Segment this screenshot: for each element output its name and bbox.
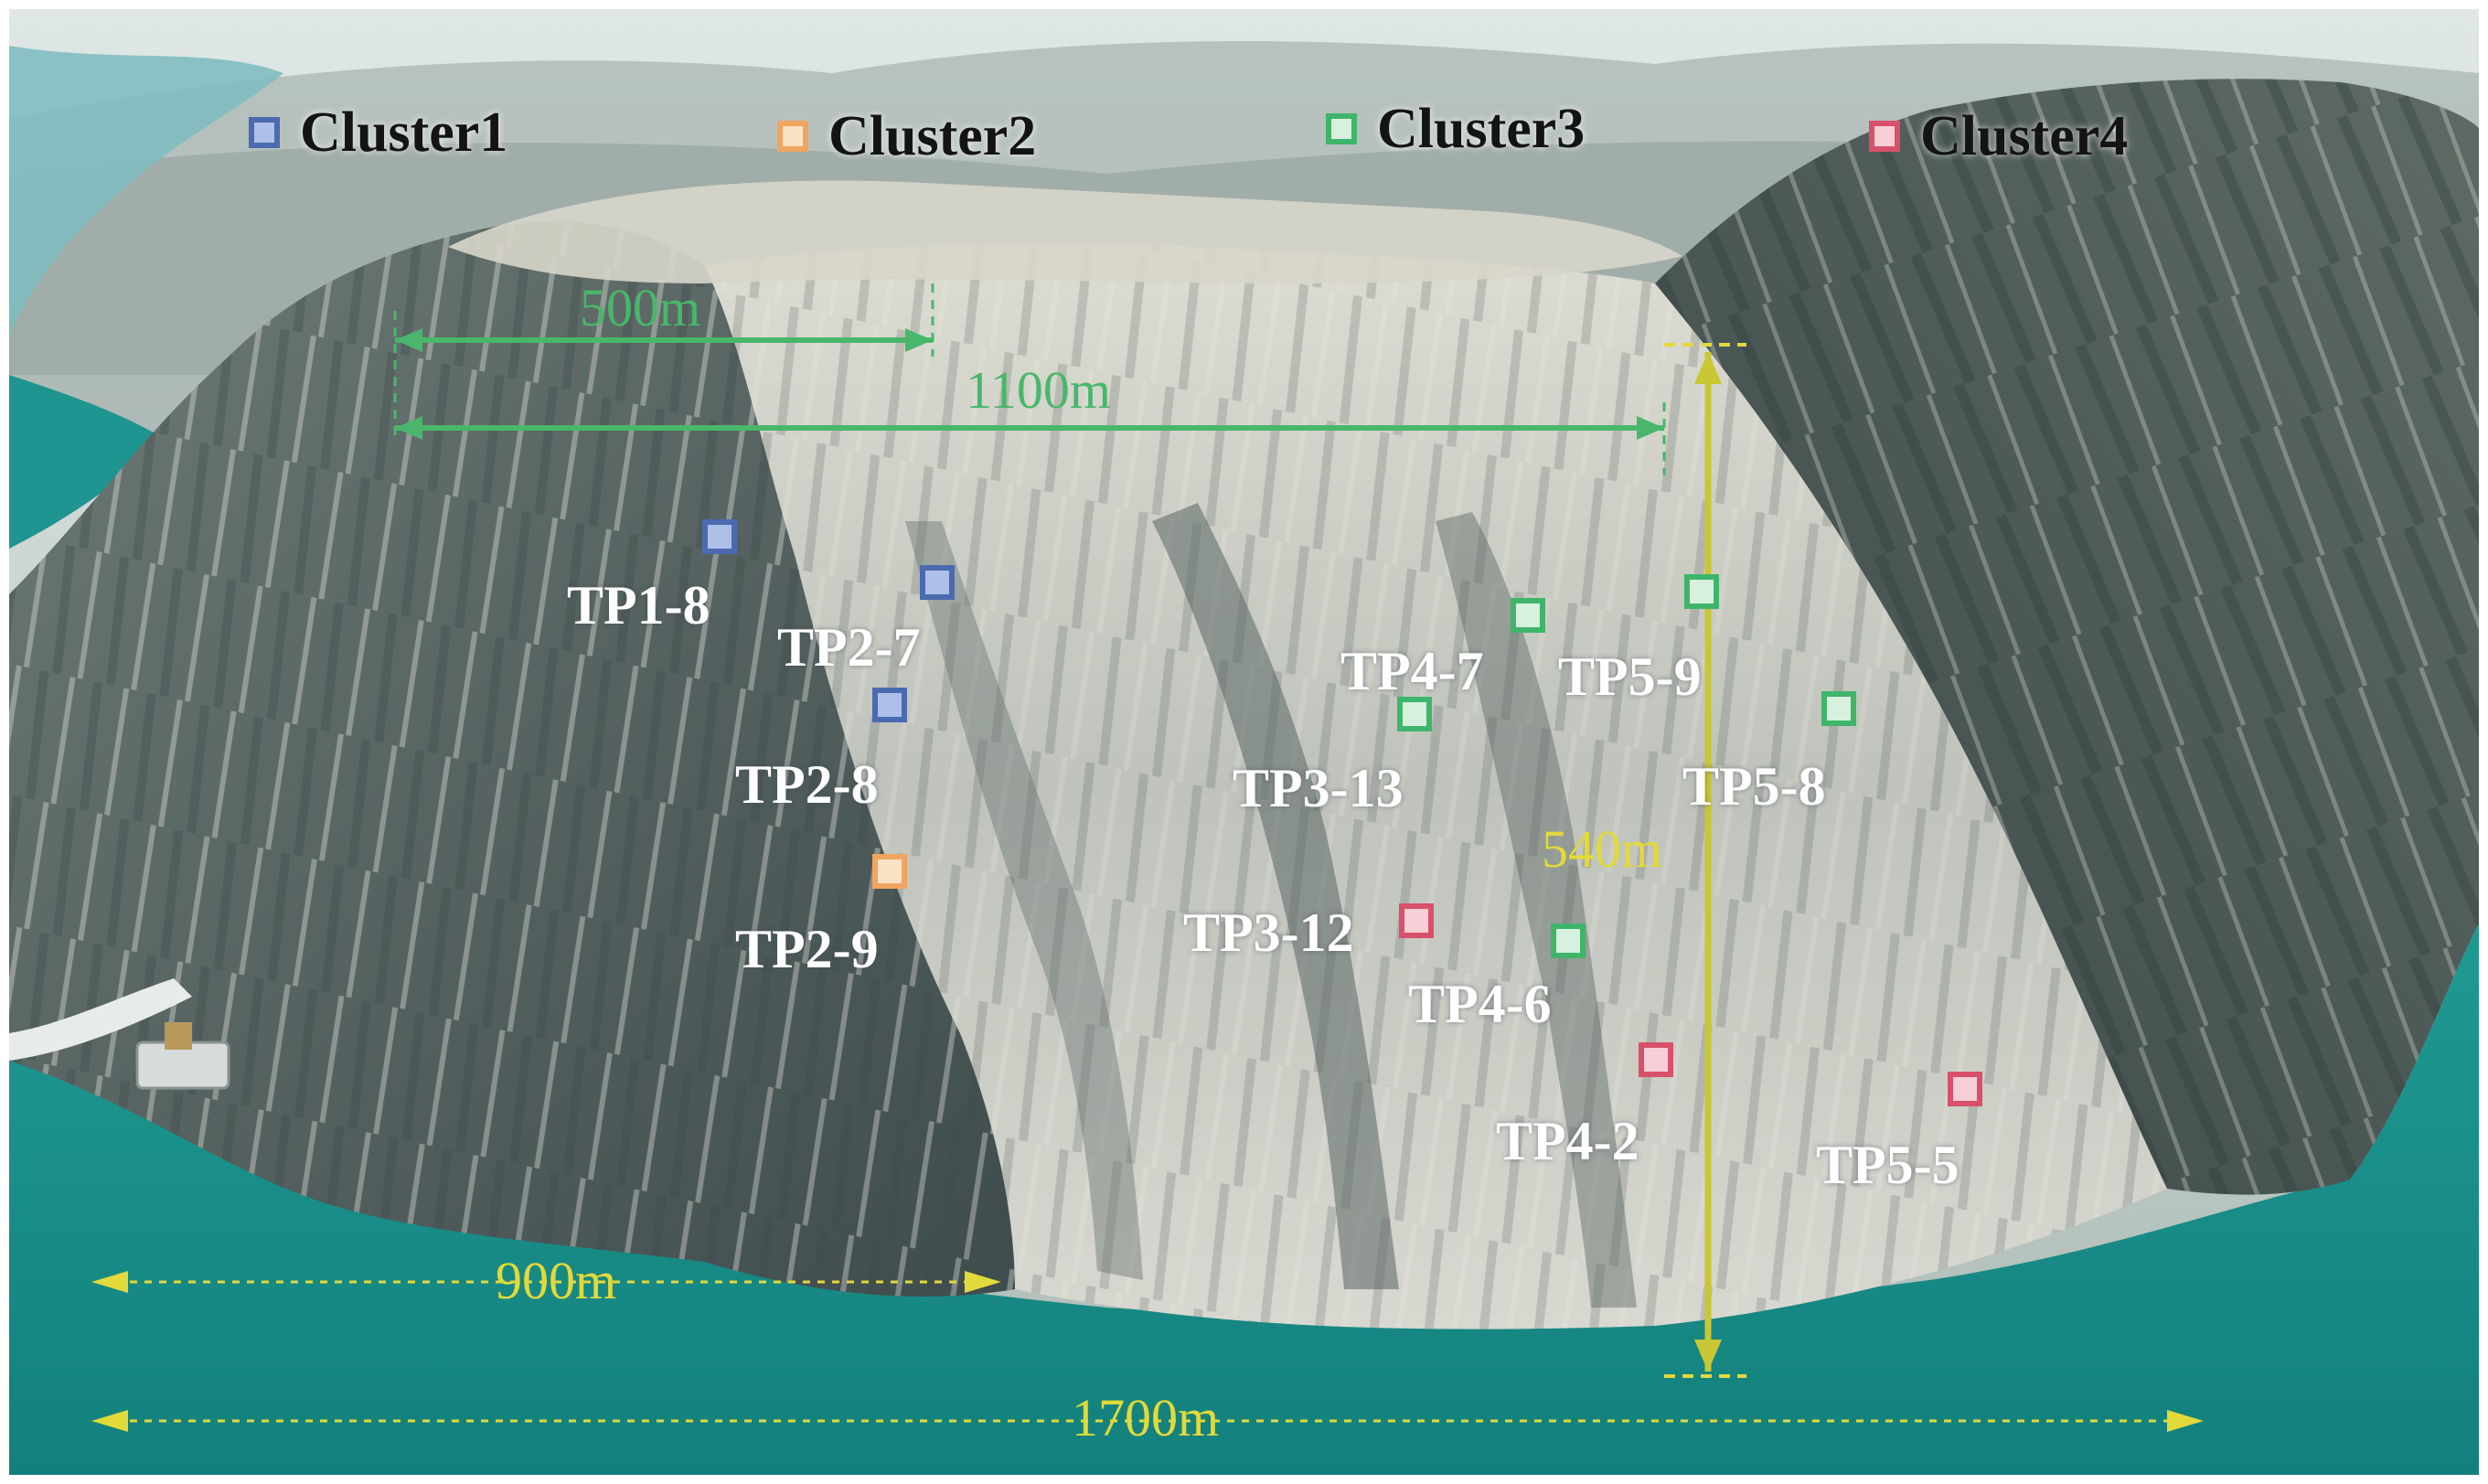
- marker-tp4-7: [1511, 598, 1545, 633]
- legend-cluster2: Cluster2: [777, 108, 1036, 165]
- legend-swatch-cluster4: [1869, 121, 1900, 152]
- legend-label: Cluster1: [300, 101, 508, 164]
- marker-tp5-9: [1684, 574, 1719, 609]
- photo-frame: Cluster1 Cluster2 Cluster3 Cluster4 TP1-…: [9, 9, 2479, 1475]
- marker-tp4-2: [1639, 1042, 1673, 1077]
- point-label-tp3-12: TP3-12: [1183, 902, 1354, 963]
- point-label-tp4-2: TP4-2: [1496, 1111, 1639, 1171]
- dimension-label-900m: 900m: [496, 1251, 617, 1310]
- point-label-tp5-8: TP5-8: [1682, 756, 1826, 817]
- point-label-tp1-8: TP1-8: [567, 575, 710, 635]
- legend-cluster1: Cluster1: [249, 104, 507, 161]
- legend-label: Cluster4: [1920, 105, 2129, 167]
- marker-tp2-8: [872, 688, 907, 722]
- legend-swatch-cluster3: [1326, 113, 1357, 144]
- legend-swatch-cluster1: [249, 117, 280, 148]
- legend-label: Cluster2: [828, 105, 1037, 167]
- marker-tp4-6: [1551, 923, 1586, 958]
- legend-cluster4: Cluster4: [1869, 108, 2128, 165]
- point-label-tp2-9: TP2-9: [735, 919, 879, 979]
- marker-tp2-7: [920, 565, 955, 600]
- point-label-tp3-13: TP3-13: [1233, 758, 1404, 818]
- point-label-tp5-5: TP5-5: [1816, 1135, 1959, 1195]
- dimension-label-1700m: 1700m: [1072, 1388, 1220, 1447]
- point-label-tp4-6: TP4-6: [1408, 974, 1552, 1034]
- dimension-1100m: [395, 402, 1666, 475]
- dimension-500m: [393, 283, 934, 439]
- marker-tp3-12: [1399, 903, 1434, 938]
- point-label-tp5-9: TP5-9: [1558, 646, 1702, 707]
- legend-label: Cluster3: [1377, 98, 1586, 160]
- dimension-label-500m: 500m: [580, 278, 701, 337]
- point-label-tp4-7: TP4-7: [1340, 641, 1484, 701]
- marker-tp2-9: [872, 854, 907, 889]
- legend-cluster3: Cluster3: [1326, 101, 1585, 157]
- marker-tp5-8: [1821, 691, 1856, 726]
- marker-tp3-13: [1397, 697, 1432, 731]
- point-label-tp2-7: TP2-7: [777, 617, 921, 678]
- dimension-900m: [91, 1271, 1001, 1293]
- marker-tp1-8: [702, 519, 737, 554]
- landslide-aerial-photo: [9, 9, 2479, 1475]
- dimension-1700m: [91, 1410, 2204, 1432]
- point-label-tp2-8: TP2-8: [735, 754, 879, 815]
- dimension-540m: [1664, 343, 1746, 1378]
- dimension-label-1100m: 1100m: [966, 360, 1111, 420]
- legend-swatch-cluster2: [777, 121, 808, 152]
- marker-tp5-5: [1948, 1072, 1982, 1106]
- dimension-label-540m: 540m: [1542, 819, 1663, 879]
